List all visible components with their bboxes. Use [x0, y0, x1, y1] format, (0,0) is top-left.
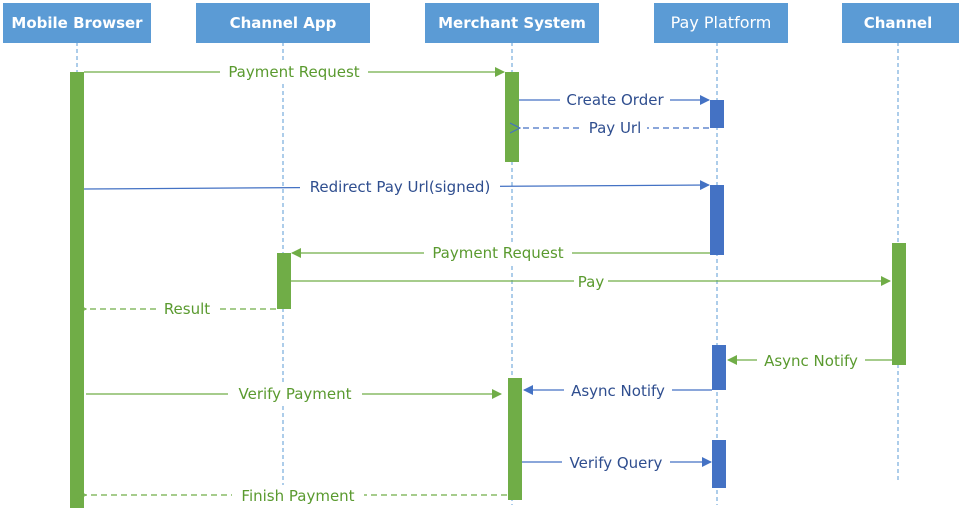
message-create-order: Create Order [519, 90, 710, 110]
message-finish-payment: Finish Payment [86, 485, 507, 505]
activation-mobile [70, 72, 84, 508]
activation-pay-3 [712, 345, 726, 390]
message-label: Result [164, 300, 210, 318]
message-label-bg [424, 243, 572, 263]
message-pay-url: Pay Url [520, 118, 709, 138]
message-async-notify-pay: Async Notify [523, 380, 712, 400]
message-label-bg [562, 452, 670, 472]
activation-channelapp [277, 253, 291, 309]
message-label-bg [583, 118, 647, 138]
message-result: Result [86, 299, 276, 319]
message-label: Payment Request [228, 63, 359, 81]
message-label-bg [757, 350, 865, 370]
message-label: Pay [578, 273, 605, 291]
header-label-mobile: Mobile Browser [11, 14, 143, 32]
message-label: Finish Payment [241, 487, 354, 505]
activation-bars [70, 72, 906, 508]
message-async-notify-channel: Async Notify [727, 350, 892, 370]
messages: Payment Request Create Order Pay Url Red… [84, 62, 892, 505]
message-label-bg [158, 299, 216, 319]
activation-pay-4 [712, 440, 726, 488]
message-payment-request: Payment Request [84, 62, 505, 82]
message-payment-request-2: Payment Request [291, 243, 710, 263]
header-mobile [3, 3, 151, 43]
message-label-bg [220, 62, 368, 82]
message-label-bg [560, 90, 670, 110]
activation-merchant-2 [508, 378, 522, 500]
message-label-bg [574, 271, 608, 291]
header-label-channelapp: Channel App [230, 14, 337, 32]
message-label: Pay Url [589, 119, 642, 137]
message-redirect-pay-url: Redirect Pay Url(signed) [83, 176, 710, 196]
activation-pay-1 [710, 100, 724, 128]
activation-channel [892, 243, 906, 365]
header-channel [842, 3, 959, 43]
message-pay: Pay [291, 271, 891, 291]
header-pay [654, 3, 788, 43]
message-label: Async Notify [571, 382, 665, 400]
participant-headers: Mobile Browser Channel App Merchant Syst… [3, 3, 959, 43]
message-label: Verify Query [570, 454, 663, 472]
message-label-bg [228, 384, 362, 404]
message-verify-query: Verify Query [522, 452, 712, 472]
message-verify-payment: Verify Payment [86, 384, 502, 404]
header-merchant [425, 3, 599, 43]
header-channelapp [196, 3, 370, 43]
activation-pay-2 [710, 185, 724, 255]
message-label: Create Order [566, 91, 664, 109]
header-label-channel: Channel [864, 14, 932, 32]
activation-merchant-1 [505, 72, 519, 162]
message-label-bg [564, 380, 672, 400]
message-label: Payment Request [432, 244, 563, 262]
message-label: Async Notify [764, 352, 858, 370]
message-label: Redirect Pay Url(signed) [310, 178, 491, 196]
message-label-bg [232, 485, 364, 505]
header-label-pay: Pay Platform [671, 13, 772, 32]
header-label-merchant: Merchant System [438, 14, 586, 32]
message-label: Verify Payment [239, 385, 352, 403]
lifelines [76, 42, 899, 505]
message-label-bg [300, 176, 500, 196]
